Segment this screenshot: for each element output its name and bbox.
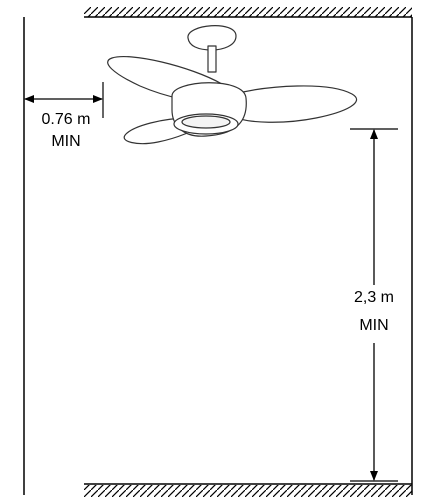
floor-clearance-dimension: 2,3 m MIN <box>350 128 398 482</box>
floor-clearance-min: MIN <box>359 317 388 334</box>
floor-clearance-value: 2,3 m <box>354 289 394 306</box>
fan-downrod <box>207 45 217 73</box>
side-clearance-dimension: 0.76 m MIN <box>24 82 104 150</box>
fan-canopy <box>187 25 237 51</box>
side-clearance-value: 0.76 m <box>42 111 91 128</box>
ceiling <box>84 7 412 18</box>
ceiling-fan-icon <box>107 25 358 145</box>
ceiling-hatch <box>84 7 412 17</box>
side-clearance-min: MIN <box>51 133 80 150</box>
floor <box>84 483 412 497</box>
floor-hatch <box>84 485 412 497</box>
fan-blade-right <box>225 85 358 123</box>
fan-light-lens <box>181 115 231 129</box>
